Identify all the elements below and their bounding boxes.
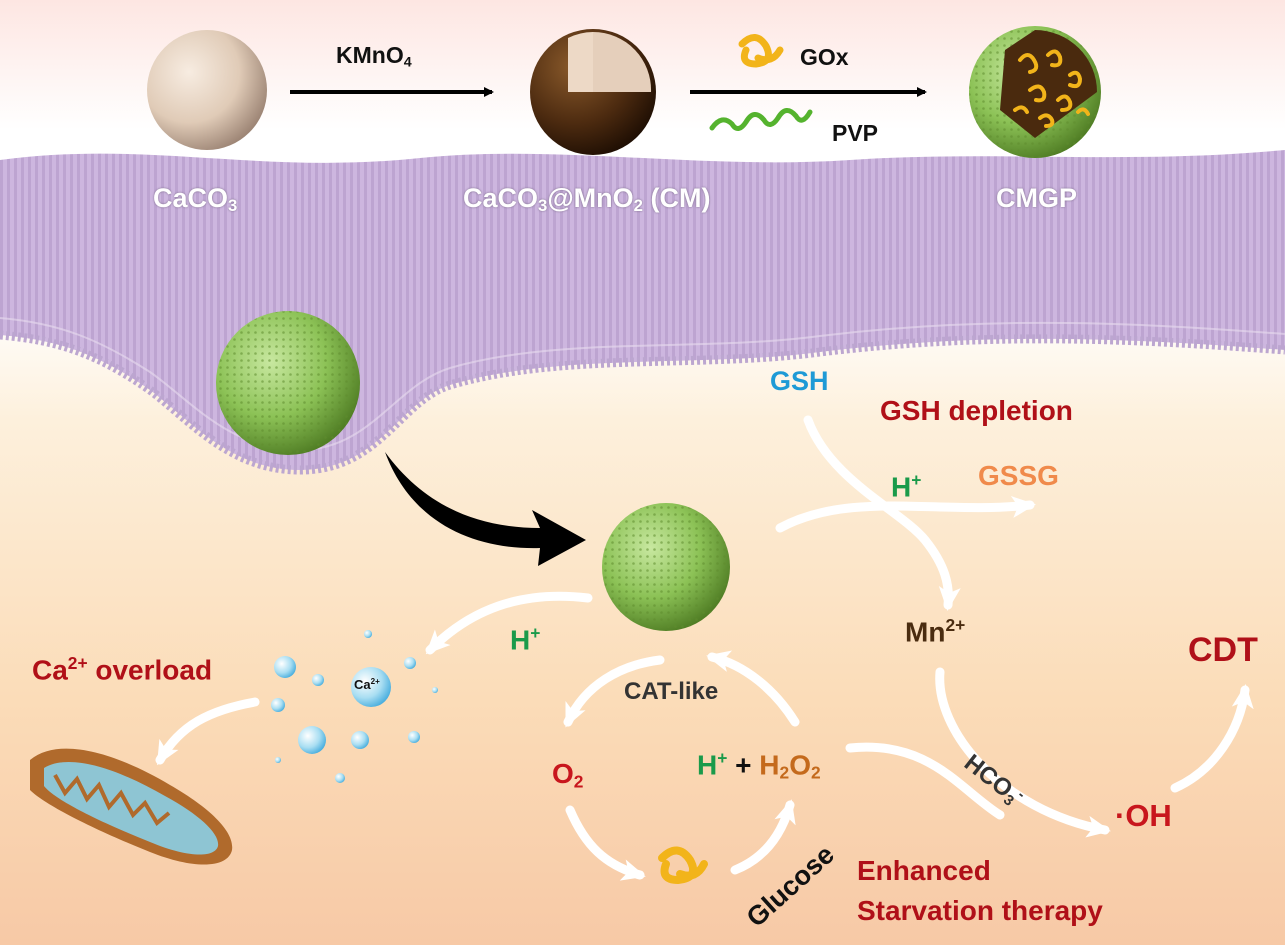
label-caco3: CaCO3: [153, 183, 238, 216]
label-mn2: Mn2+: [905, 615, 966, 648]
label-gsh-depletion: GSH depletion: [880, 395, 1073, 426]
pvp-coil-icon: [709, 108, 813, 131]
caco3-sphere: [147, 30, 267, 150]
label-oh-radical: ·OH: [1115, 798, 1172, 833]
label-starvation-line2: Starvation therapy: [857, 895, 1103, 926]
label-ca-overload: Ca2+ overload: [32, 653, 213, 686]
label-h-plus-left: H+: [510, 623, 541, 656]
label-o2: O2: [552, 758, 584, 792]
arrow-h2o2-to-oh: [845, 742, 1005, 820]
label-starvation-line1: Enhanced: [857, 855, 991, 886]
arrow-oh-to-cdt: [1170, 684, 1254, 793]
arrow-to-gssg: [775, 496, 1036, 533]
arrow-cat-to-o2: [563, 655, 665, 728]
arrow-gox-to-h2o2: [730, 799, 796, 875]
calcium-ions: [271, 630, 438, 783]
cmgp-particle-membrane: [216, 311, 360, 455]
mitochondrion-icon: [30, 748, 233, 865]
label-h-plus-gsh: H+: [891, 470, 922, 503]
cm-sphere: [530, 29, 656, 155]
label-cm: CaCO3@MnO2 (CM): [463, 183, 711, 216]
label-cat-like: CAT-like: [624, 678, 719, 705]
arrow-mn-to-oh: [935, 667, 1111, 838]
gox-knot-icon: [738, 34, 784, 68]
reagent-kmno4: KMnO4: [336, 42, 412, 71]
internalization-arrow: [385, 452, 586, 566]
arrow-to-calcium: [425, 591, 593, 655]
arrow-h2o2-to-particle: [706, 650, 800, 727]
arrow-gsh-to-mn: [803, 415, 961, 611]
label-cdt: CDT: [1188, 631, 1258, 669]
label-gssg: GSSG: [978, 460, 1059, 491]
reagent-gox: GOx: [800, 44, 849, 70]
arrow-o2-to-gox: [565, 805, 646, 881]
reaction-arrows: [155, 415, 1254, 881]
ca-ion-large: [351, 667, 391, 707]
cmgp-particle-center: [602, 503, 730, 631]
gox-knot-bottom-icon: [658, 846, 708, 885]
label-ca-ion: Ca2+: [354, 677, 380, 692]
reagent-pvp: PVP: [832, 120, 879, 146]
label-cmgp: CMGP: [996, 183, 1077, 213]
arrow-to-mitochondria: [155, 697, 260, 766]
cmgp-sphere: [969, 26, 1101, 158]
label-gsh: GSH: [770, 366, 829, 396]
label-h-plus-h2o2: H+ + H2O2: [697, 748, 821, 783]
